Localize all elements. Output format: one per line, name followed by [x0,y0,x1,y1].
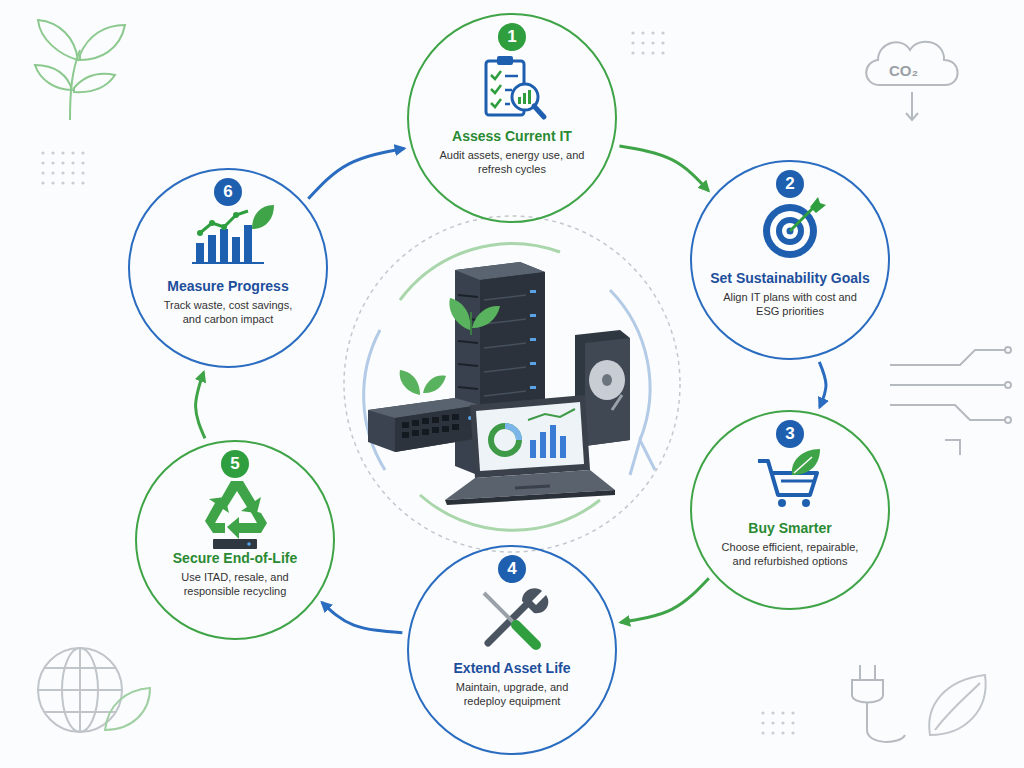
step-text: Assess Current IT Audit assets, energy us… [409,128,615,176]
dot-grid [630,30,670,60]
circuit-decoration [890,347,1011,455]
leaf-decoration [35,20,125,120]
step-description: Align IT plans with cost and ESG priorit… [718,291,862,318]
laptop [445,395,615,505]
cycle-arrow [819,362,826,407]
step-description: Choose efficient, repairable, and refurb… [718,541,862,568]
step-number: 4 [498,555,526,583]
step-heading: Set Sustainability Goals [710,270,870,287]
step-number: 3 [776,420,804,448]
globe-decoration [38,648,150,732]
step-heading: Secure End-of-Life [173,550,297,567]
step-text: Secure End-of-LifeUse ITAD, resale, and … [137,550,333,598]
step-circle: 2Set Sustainability GoalsAlign IT plans … [690,160,890,360]
audit-icon [486,56,544,117]
step-circle: 4Extend Asset LifeMaintain, upgrade, and… [407,545,617,755]
step-heading: Buy Smarter [748,520,831,537]
step-heading: Assess Current IT [452,128,572,145]
cart-icon [758,449,820,507]
center-rings [344,216,680,552]
step-number: 1 [498,23,526,51]
step-circle: 5Secure End-of-LifeUse ITAD, resale, and… [135,440,335,640]
step-description: Maintain, upgrade, and redeploy equipmen… [437,681,588,708]
cycle-arrow [196,372,205,438]
cycle-arrow [322,602,402,632]
dot-grid [755,710,795,740]
step-heading: Measure Progress [167,278,288,295]
step-number: 2 [776,170,804,198]
step-text: Measure ProgressTrack waste, cost saving… [130,278,326,326]
step-heading: Extend Asset Life [454,660,571,677]
plug-decoration [852,665,986,742]
tools-icon [484,588,548,645]
step-text: Extend Asset LifeMaintain, upgrade, and … [409,660,615,708]
co2-label: CO₂ [889,62,918,79]
growth-chart-icon [192,205,274,263]
cycle-arrow [619,146,708,191]
step-circle: 3Buy SmarterChoose efficient, repairable… [690,410,890,610]
step-number: 5 [221,450,249,478]
dot-grid [36,145,86,185]
step-description: Track waste, cost savings, and carbon im… [156,299,300,326]
cycle-arrow [621,578,709,622]
step-description: Audit assets, energy use, and refresh cy… [437,149,588,176]
network-switch [368,398,480,452]
step-description: Use ITAD, resale, and responsible recycl… [163,571,307,598]
step-circle: 1Assess Current IT Audit assets, energy u… [407,13,617,223]
step-circle: 6Measure ProgressTrack waste, cost savin… [128,168,328,368]
cycle-arrow [308,148,404,198]
step-text: Set Sustainability GoalsAlign IT plans w… [692,270,888,318]
step-text: Buy SmarterChoose efficient, repairable,… [692,520,888,568]
target-icon [763,197,826,258]
leaf-sprig [400,298,500,395]
recycle-icon [205,481,267,549]
co2-cloud [866,42,957,120]
step-number: 6 [214,178,242,206]
